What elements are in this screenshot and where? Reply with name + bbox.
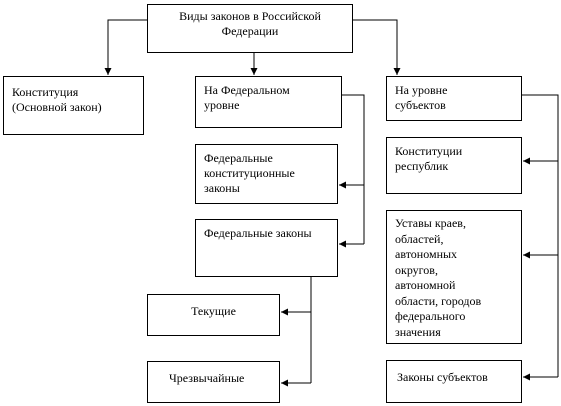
federal-laws-node: Федеральные законы xyxy=(195,219,338,277)
subject-laws-label: Законы субъектов xyxy=(397,370,488,384)
federal-laws-label: Федеральные законы xyxy=(204,226,312,240)
republic-constitutions-node: Конституции республик xyxy=(386,137,522,194)
federal-level-node-label: На Федеральном уровне xyxy=(204,83,290,112)
charters-label: Уставы краев, областей, автономных округ… xyxy=(395,216,482,339)
subject-laws-node: Законы субъектов xyxy=(386,360,522,403)
current-laws-label: Текущие xyxy=(191,304,236,318)
republic-constitutions-label: Конституции республик xyxy=(395,144,463,173)
emergency-laws-label: Чрезвычайные xyxy=(169,371,245,385)
emergency-laws-node: Чрезвычайные xyxy=(147,361,280,403)
root-node-label: Виды законов в Российской Федерации xyxy=(179,9,321,38)
arrow-root-to-subjects-level xyxy=(353,19,401,75)
arrow-root-to-constitution xyxy=(104,19,147,75)
root-node: Виды законов в Российской Федерации xyxy=(147,4,353,53)
charters-node: Уставы краев, областей, автономных округ… xyxy=(386,210,522,344)
subjects-level-node: На уровне субъектов xyxy=(386,76,522,121)
subjects-level-node-label: На уровне субъектов xyxy=(395,83,448,112)
federal-constitutional-laws-label: Федеральные конституционные законы xyxy=(204,151,295,195)
constitution-node: Конституция (Основной закон) xyxy=(3,76,144,135)
federal-constitutional-laws-node: Федеральные конституционные законы xyxy=(195,144,338,204)
federal-level-node: На Федеральном уровне xyxy=(195,76,342,128)
current-laws-node: Текущие xyxy=(147,294,280,336)
constitution-node-label: Конституция (Основной закон) xyxy=(12,85,102,114)
subjects-bus-line xyxy=(522,94,559,377)
federal-level-bus-line xyxy=(342,94,365,244)
